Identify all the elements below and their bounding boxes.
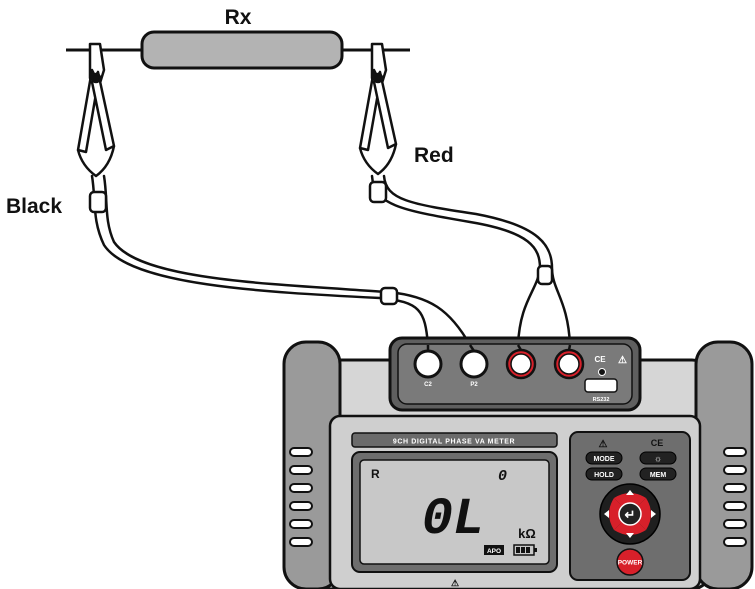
terminal-plug-wires	[426, 344, 572, 352]
nav-up-button[interactable]	[614, 493, 646, 506]
nav-left-button[interactable]	[609, 498, 622, 530]
ce-mark-top: CE	[594, 355, 606, 364]
resistor-rx	[140, 30, 344, 70]
nav-down-arrow-icon	[626, 533, 634, 538]
red-cable-clip	[536, 264, 554, 286]
lcd-apo: APO	[487, 548, 501, 555]
lcd-unit: kΩ	[518, 526, 536, 541]
black-cable-clip	[379, 286, 399, 306]
enter-icon: ↵	[625, 507, 636, 522]
terminal-c2-label: C2	[424, 382, 432, 388]
mem-button[interactable]: MEM	[639, 467, 677, 481]
red-lead-label: Red	[414, 144, 454, 167]
lcd-display: R 0 0L kΩ APO ⚠	[351, 451, 558, 588]
resistor-label: Rx	[225, 6, 252, 29]
power-button-label: POWER	[618, 560, 643, 567]
lcd-mode-letter: R	[371, 467, 380, 481]
red-alligator-clip	[358, 42, 398, 176]
usb-indicator	[598, 368, 606, 376]
lcd-reading: 0L	[422, 490, 484, 549]
red-lead-splitter	[368, 180, 388, 204]
warning-icon-display: ⚠	[451, 578, 459, 588]
rs232-port-label: RS232	[593, 397, 610, 403]
nav-left-arrow-icon	[604, 510, 609, 518]
nav-right-arrow-icon	[651, 510, 656, 518]
lcd-indicator-digit: 0	[498, 468, 507, 485]
meter-title: 9CH DIGITAL PHASE VA METER	[393, 439, 515, 446]
enter-button[interactable]: ↵	[618, 502, 642, 526]
terminal-red-2[interactable]	[553, 348, 585, 380]
mode-button[interactable]: MODE	[585, 451, 623, 465]
nav-up-arrow-icon	[626, 490, 634, 495]
ce-mark-panel: CE	[651, 438, 664, 448]
nav-down-button[interactable]	[614, 522, 646, 535]
red-lead-cable	[370, 174, 572, 347]
meter-title-strip	[351, 432, 558, 448]
warning-icon-panel: ⚠	[599, 439, 608, 450]
terminal-p2-label: P2	[470, 382, 478, 388]
black-lead-splitter	[88, 190, 108, 214]
black-lead-label: Black	[6, 195, 62, 218]
left-bumper-ridges	[289, 447, 313, 547]
warning-icon-top: ⚠	[618, 355, 627, 366]
right-bumper-ridges	[723, 447, 747, 547]
power-button[interactable]: POWER	[616, 548, 644, 576]
rs232-port[interactable]	[584, 378, 618, 393]
navigation-pad: ↵	[599, 483, 661, 545]
nav-right-button[interactable]	[638, 498, 651, 530]
black-alligator-clip	[76, 42, 116, 178]
backlight-button[interactable]: ☼	[639, 451, 677, 465]
button-panel: ⚠ CE MODE ☼ HOLD MEM	[569, 431, 691, 581]
hold-button-label: HOLD	[594, 472, 614, 479]
backlight-icon: ☼	[654, 454, 662, 464]
mode-button-label: MODE	[594, 456, 615, 463]
mem-button-label: MEM	[650, 472, 667, 479]
battery-icon	[513, 544, 537, 556]
hold-button[interactable]: HOLD	[585, 467, 623, 481]
black-lead-cable	[90, 174, 472, 347]
terminal-red-1[interactable]	[505, 348, 537, 380]
